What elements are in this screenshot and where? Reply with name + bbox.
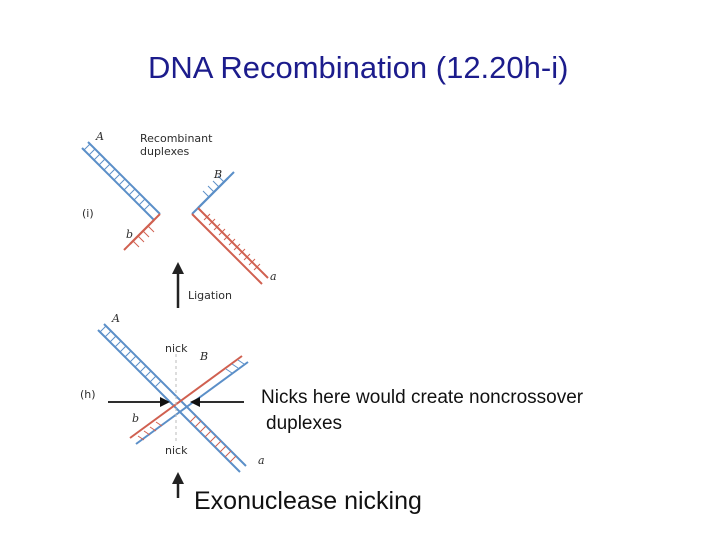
panel-h-label: (h) — [80, 388, 96, 401]
nick-top-label: nick — [165, 342, 188, 355]
exonuclease-arrow — [172, 472, 184, 498]
rungs-a — [203, 213, 261, 271]
rungs-B — [202, 175, 225, 198]
label-b-h: b — [132, 412, 139, 425]
label-a-h: a — [258, 454, 265, 467]
rungs-lower-right — [189, 415, 237, 463]
callout-line1: Nicks here would create noncrossover — [261, 387, 584, 408]
panel-i-duplexes — [81, 141, 269, 285]
slide-title: DNA Recombination (12.20h-i) — [148, 50, 569, 85]
rungs-A — [83, 143, 151, 211]
strand-A-a-outer — [103, 323, 247, 467]
strand-B-b-outer — [135, 361, 249, 445]
recombination-figure: A Recombinant duplexes B (i) b a Ligatio… — [48, 114, 306, 498]
exonuclease-caption: Exonuclease nicking — [194, 487, 422, 515]
label-a-i: a — [270, 270, 277, 283]
rungs-upper-left — [99, 325, 162, 388]
recombinant-label: Recombinant — [140, 132, 213, 145]
rungs-upper-right — [225, 359, 245, 374]
label-A-i: A — [95, 130, 104, 143]
duplexes-label: duplexes — [140, 145, 190, 158]
duplex-B-a — [191, 171, 269, 285]
strand-B-inner — [197, 177, 229, 209]
callout-line2: duplexes — [266, 413, 343, 434]
strand-a-inner — [197, 207, 269, 279]
strand-b-inner — [129, 219, 155, 245]
recombination-diagram: A Recombinant duplexes B (i) b a Ligatio… — [80, 130, 277, 498]
label-b-i: b — [126, 228, 133, 241]
label-B-h: B — [199, 350, 208, 363]
label-A-h: A — [111, 312, 120, 325]
label-B-i: B — [213, 168, 222, 181]
rungs-b — [132, 225, 155, 248]
strand-B-b-inner — [129, 355, 243, 439]
nick-callout: Nicks here would create noncrossover dup… — [261, 385, 583, 437]
ligation-label: Ligation — [188, 289, 232, 302]
ligation-arrow — [172, 262, 184, 308]
nick-bottom-label: nick — [165, 444, 188, 457]
panel-i-label: (i) — [82, 207, 94, 220]
strand-a-outer — [191, 213, 263, 285]
duplex-A-b — [81, 141, 161, 251]
rungs-lower-left — [137, 421, 163, 441]
